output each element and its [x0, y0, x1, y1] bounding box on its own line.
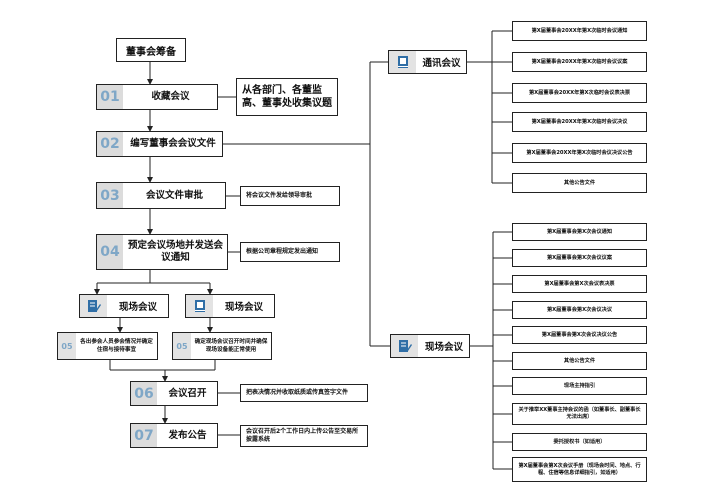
step-03: 03 会议文件审批 — [96, 182, 226, 209]
step-number: 04 — [97, 235, 124, 269]
note-step6: 把表决情况并收取纸质或传真签字文件 — [240, 384, 368, 402]
title-box: 董事会筹备 — [116, 38, 186, 62]
onsite-item: 第X届董事会第X次会议决议 — [512, 301, 647, 319]
step-07: 07 发布公告 — [130, 423, 218, 448]
onsite-item: 委托授权书（如适用） — [512, 433, 647, 451]
sub-05-left: 05 各出参会人员参会情况并确定住宿与接待事宜 — [57, 332, 158, 360]
onsite-item: 其他公告文件 — [512, 352, 647, 370]
onsite-right-label: 现场会议 — [224, 302, 263, 313]
step-label: 会议召开 — [168, 387, 207, 399]
comm-item: 其他公告文件 — [512, 173, 647, 193]
comm-meeting-hub: 通讯会议 — [388, 50, 467, 74]
onsite-item: 第X届董事会第X次会议表决票 — [512, 275, 647, 293]
comm-item: 第X届董事会20XX年第X次临时会议通知 — [512, 21, 647, 41]
sub-05-right: 05 确定现场会议召开时间并确保现场设备能正常使用 — [172, 332, 272, 360]
sub-text: 各出参会人员参会情况并确定住宿与接待事宜 — [80, 339, 153, 353]
book-icon — [186, 295, 214, 317]
step-number: 07 — [131, 424, 158, 447]
book-icon — [389, 51, 417, 73]
onsite-item: 第X届董事会第X次会议议案 — [512, 249, 647, 267]
step-label: 收藏会议 — [151, 91, 190, 102]
sub-text: 确定现场会议召开时间并确保现场设备能正常使用 — [194, 339, 268, 353]
onsite-item: 第X届董事会第X次会议通知 — [512, 223, 647, 241]
step-number: 03 — [97, 183, 124, 208]
onsite-item: 第X届董事会第X次会议决议公告 — [512, 326, 647, 344]
sub-number: 05 — [173, 333, 191, 359]
onsite-item: 第X届董事会第X次会议手册（现场会时间、地点、行程、住宿等信息详细指引，如适用） — [512, 457, 647, 482]
onsite-left-header: 现场会议 — [79, 294, 169, 318]
step-label: 编写董事会会议文件 — [130, 138, 216, 149]
comm-item: 第X届董事会20XX年第X次临时会议议案 — [512, 52, 647, 72]
onsite-meeting-label: 现场会议 — [424, 342, 463, 353]
step-number: 02 — [97, 132, 124, 156]
step-04: 04 预定会议场地并发送会议通知 — [96, 234, 228, 270]
onsite-right-header: 现场会议 — [185, 294, 275, 318]
onsite-item: 关于推举XX董事主持会议的函（如董事长、副董事长无法出席） — [512, 403, 647, 425]
edit-document-icon — [80, 295, 108, 317]
sub-number: 05 — [58, 333, 76, 359]
step-number: 06 — [131, 382, 158, 405]
step-number: 01 — [97, 85, 124, 109]
comm-meeting-label: 通讯会议 — [422, 58, 461, 69]
comm-item: 第X届董事会20XX年第X次临时会议决议 — [512, 112, 647, 132]
note-step1: 从各部门、各董监高、董事处收集议题 — [236, 78, 338, 116]
title-label: 董事会筹备 — [126, 46, 176, 58]
onsite-meeting-hub: 现场会议 — [390, 334, 470, 358]
step-label: 预定会议场地并发送会议通知 — [127, 240, 223, 263]
step-01: 01 收藏会议 — [96, 84, 218, 110]
step-06: 06 会议召开 — [130, 381, 218, 406]
onsite-item: 现场主持指引 — [512, 377, 647, 395]
step-02: 02 编写董事会会议文件 — [96, 131, 223, 157]
note-step3: 将会议文件发给领导审批 — [240, 186, 340, 206]
comm-item: 第X届董事会20XX年第X次临时会议决议公告 — [512, 143, 647, 163]
note-step7: 会议召开后2个工作日内上传公告至交易所披露系统 — [240, 425, 368, 447]
onsite-left-label: 现场会议 — [118, 302, 157, 313]
step-label: 会议文件审批 — [145, 189, 203, 201]
edit-document-icon — [391, 335, 419, 357]
comm-item: 第X届董事会20XX年第X次临时会议表决票 — [512, 83, 647, 103]
note-step4: 根据公司章程规定发出通知 — [240, 242, 340, 262]
step-label: 发布公告 — [168, 429, 207, 441]
